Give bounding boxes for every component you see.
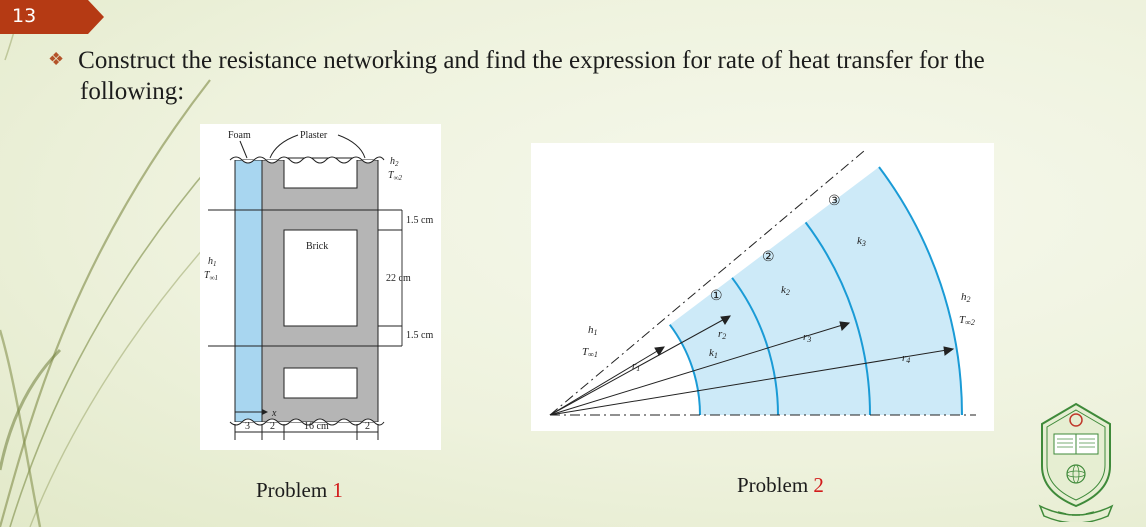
width-plaster-1: 2 (270, 421, 275, 432)
r4-label: r4 (902, 352, 910, 365)
slide-number: 13 (12, 5, 37, 27)
r1-label: r1 (632, 360, 640, 373)
layer-fill (669, 167, 962, 415)
width-brick: 16 cm (304, 421, 329, 432)
slide-number-tag: 13 (0, 0, 104, 34)
diamond-bullet-icon: ❖ (48, 49, 65, 69)
k2-label: k2 (781, 284, 790, 297)
h2-label: h2 (961, 291, 971, 304)
heading-line-2: following: (80, 78, 185, 105)
h1-label: h1 (208, 256, 217, 268)
width-plaster-2: 2 (365, 421, 370, 432)
k1-label: k1 (709, 347, 718, 360)
arc-r3 (804, 221, 871, 416)
tinf2-label: T∞2 (959, 314, 975, 327)
r2-label: r2 (718, 328, 726, 341)
problem1-figure: 1.5 cm 22 cm 1.5 cm Foam Plaster Brick h… (200, 124, 441, 450)
h2-label: h2 (390, 156, 399, 168)
width-foam: 3 (245, 421, 250, 432)
dim-top-label: 1.5 cm (406, 215, 433, 226)
problem2-number: 2 (813, 473, 824, 497)
arc-r4 (878, 166, 963, 416)
arc-r2 (731, 277, 779, 416)
x-axis-label: x (271, 408, 277, 419)
brick-middle (283, 229, 358, 327)
brick-label: Brick (306, 241, 328, 252)
brick-bottom (283, 367, 358, 399)
problem2-caption: Problem 2 (737, 473, 824, 497)
heading-line-1: Construct the resistance networking and … (78, 47, 985, 74)
university-seal-logo (1038, 402, 1114, 522)
dim-bot-label: 1.5 cm (406, 330, 433, 341)
plaster-label: Plaster (300, 130, 328, 141)
layer2-label: ② (762, 250, 775, 265)
layer1-label: ① (710, 289, 723, 304)
arc-r1 (669, 324, 701, 416)
foam-label: Foam (228, 130, 251, 141)
tinf1-label: T∞1 (204, 270, 218, 282)
tinf2-label: T∞2 (388, 170, 403, 182)
slide-heading: ❖ Construct the resistance networking and… (48, 46, 1108, 107)
problem2-figure: r1 r2 r3 r4 k1 k2 k3 ① ② ③ h1 T∞1 h2 T∞2 (531, 143, 994, 431)
k3-label: k3 (857, 235, 866, 248)
h1-label: h1 (588, 324, 598, 337)
problem1-caption: Problem 1 (256, 478, 343, 502)
layer3-label: ③ (828, 194, 841, 209)
dim-mid-label: 22 cm (386, 273, 411, 284)
foam-layer (234, 159, 263, 423)
decorative-swoosh (0, 19, 221, 527)
tinf1-label: T∞1 (582, 346, 598, 359)
r3-label: r3 (803, 331, 811, 344)
problem1-number: 1 (332, 478, 343, 502)
